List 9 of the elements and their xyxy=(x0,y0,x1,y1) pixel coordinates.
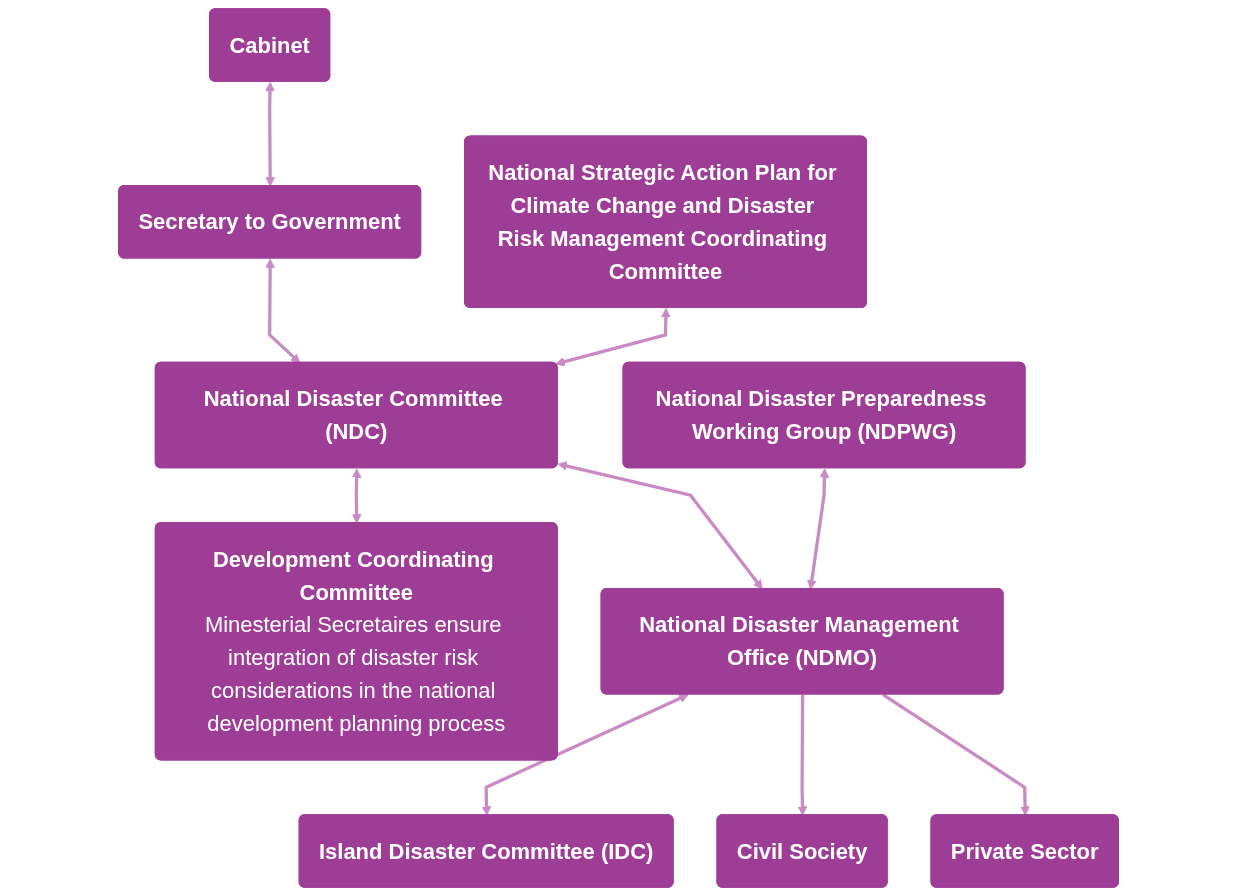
arrow xyxy=(807,468,830,590)
arrow xyxy=(555,308,671,367)
arrow xyxy=(797,694,808,816)
arrow xyxy=(481,693,689,816)
arrow xyxy=(351,468,362,524)
arrow xyxy=(882,693,1030,816)
arrow xyxy=(265,258,301,364)
arrow xyxy=(557,461,763,590)
arrow xyxy=(265,81,275,187)
